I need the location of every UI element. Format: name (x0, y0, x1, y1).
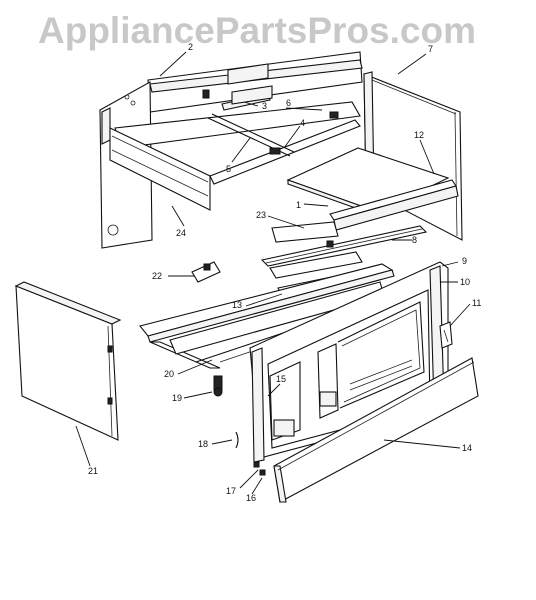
left-side-panel (14, 281, 122, 441)
toe-kick (273, 357, 479, 503)
part-label-4: 4 (300, 118, 305, 128)
side-trim-11 (439, 321, 453, 349)
part-label-18: 18 (198, 439, 208, 449)
part-label-13: 13 (232, 300, 242, 310)
part-label-23: 23 (256, 210, 266, 220)
watermark: AppliancePartsPros.com (38, 10, 476, 51)
part-label-1: 1 (296, 200, 301, 210)
part-label-6: 6 (286, 98, 291, 108)
part-label-24: 24 (176, 228, 186, 238)
part-label-21: 21 (88, 466, 98, 476)
part-label-9: 9 (462, 256, 467, 266)
part-labels: 2 7 3 6 4 5 12 1 23 8 24 9 10 11 22 13 2… (88, 42, 481, 503)
small-clips (235, 431, 266, 476)
upper-chassis (99, 51, 363, 249)
part-label-5: 5 (226, 164, 231, 174)
part-label-7: 7 (428, 44, 433, 54)
part-label-22: 22 (152, 271, 162, 281)
leader-lines (75, 51, 471, 495)
hinge-22 (191, 261, 221, 283)
part-label-10: 10 (460, 277, 470, 287)
part-label-20: 20 (164, 369, 174, 379)
part-label-11: 11 (472, 298, 481, 308)
part-label-2: 2 (188, 42, 193, 52)
part-label-15: 15 (276, 374, 286, 384)
bracket-23 (271, 221, 339, 248)
part-label-3: 3 (262, 101, 267, 111)
trim-strip (329, 179, 459, 231)
part-label-14: 14 (462, 443, 472, 453)
part-label-17: 17 (226, 486, 236, 496)
part-label-16: 16 (246, 493, 256, 503)
part-label-8: 8 (412, 235, 417, 245)
front-top-rail (260, 225, 428, 267)
part-label-19: 19 (172, 393, 182, 403)
part-label-12: 12 (414, 130, 424, 140)
